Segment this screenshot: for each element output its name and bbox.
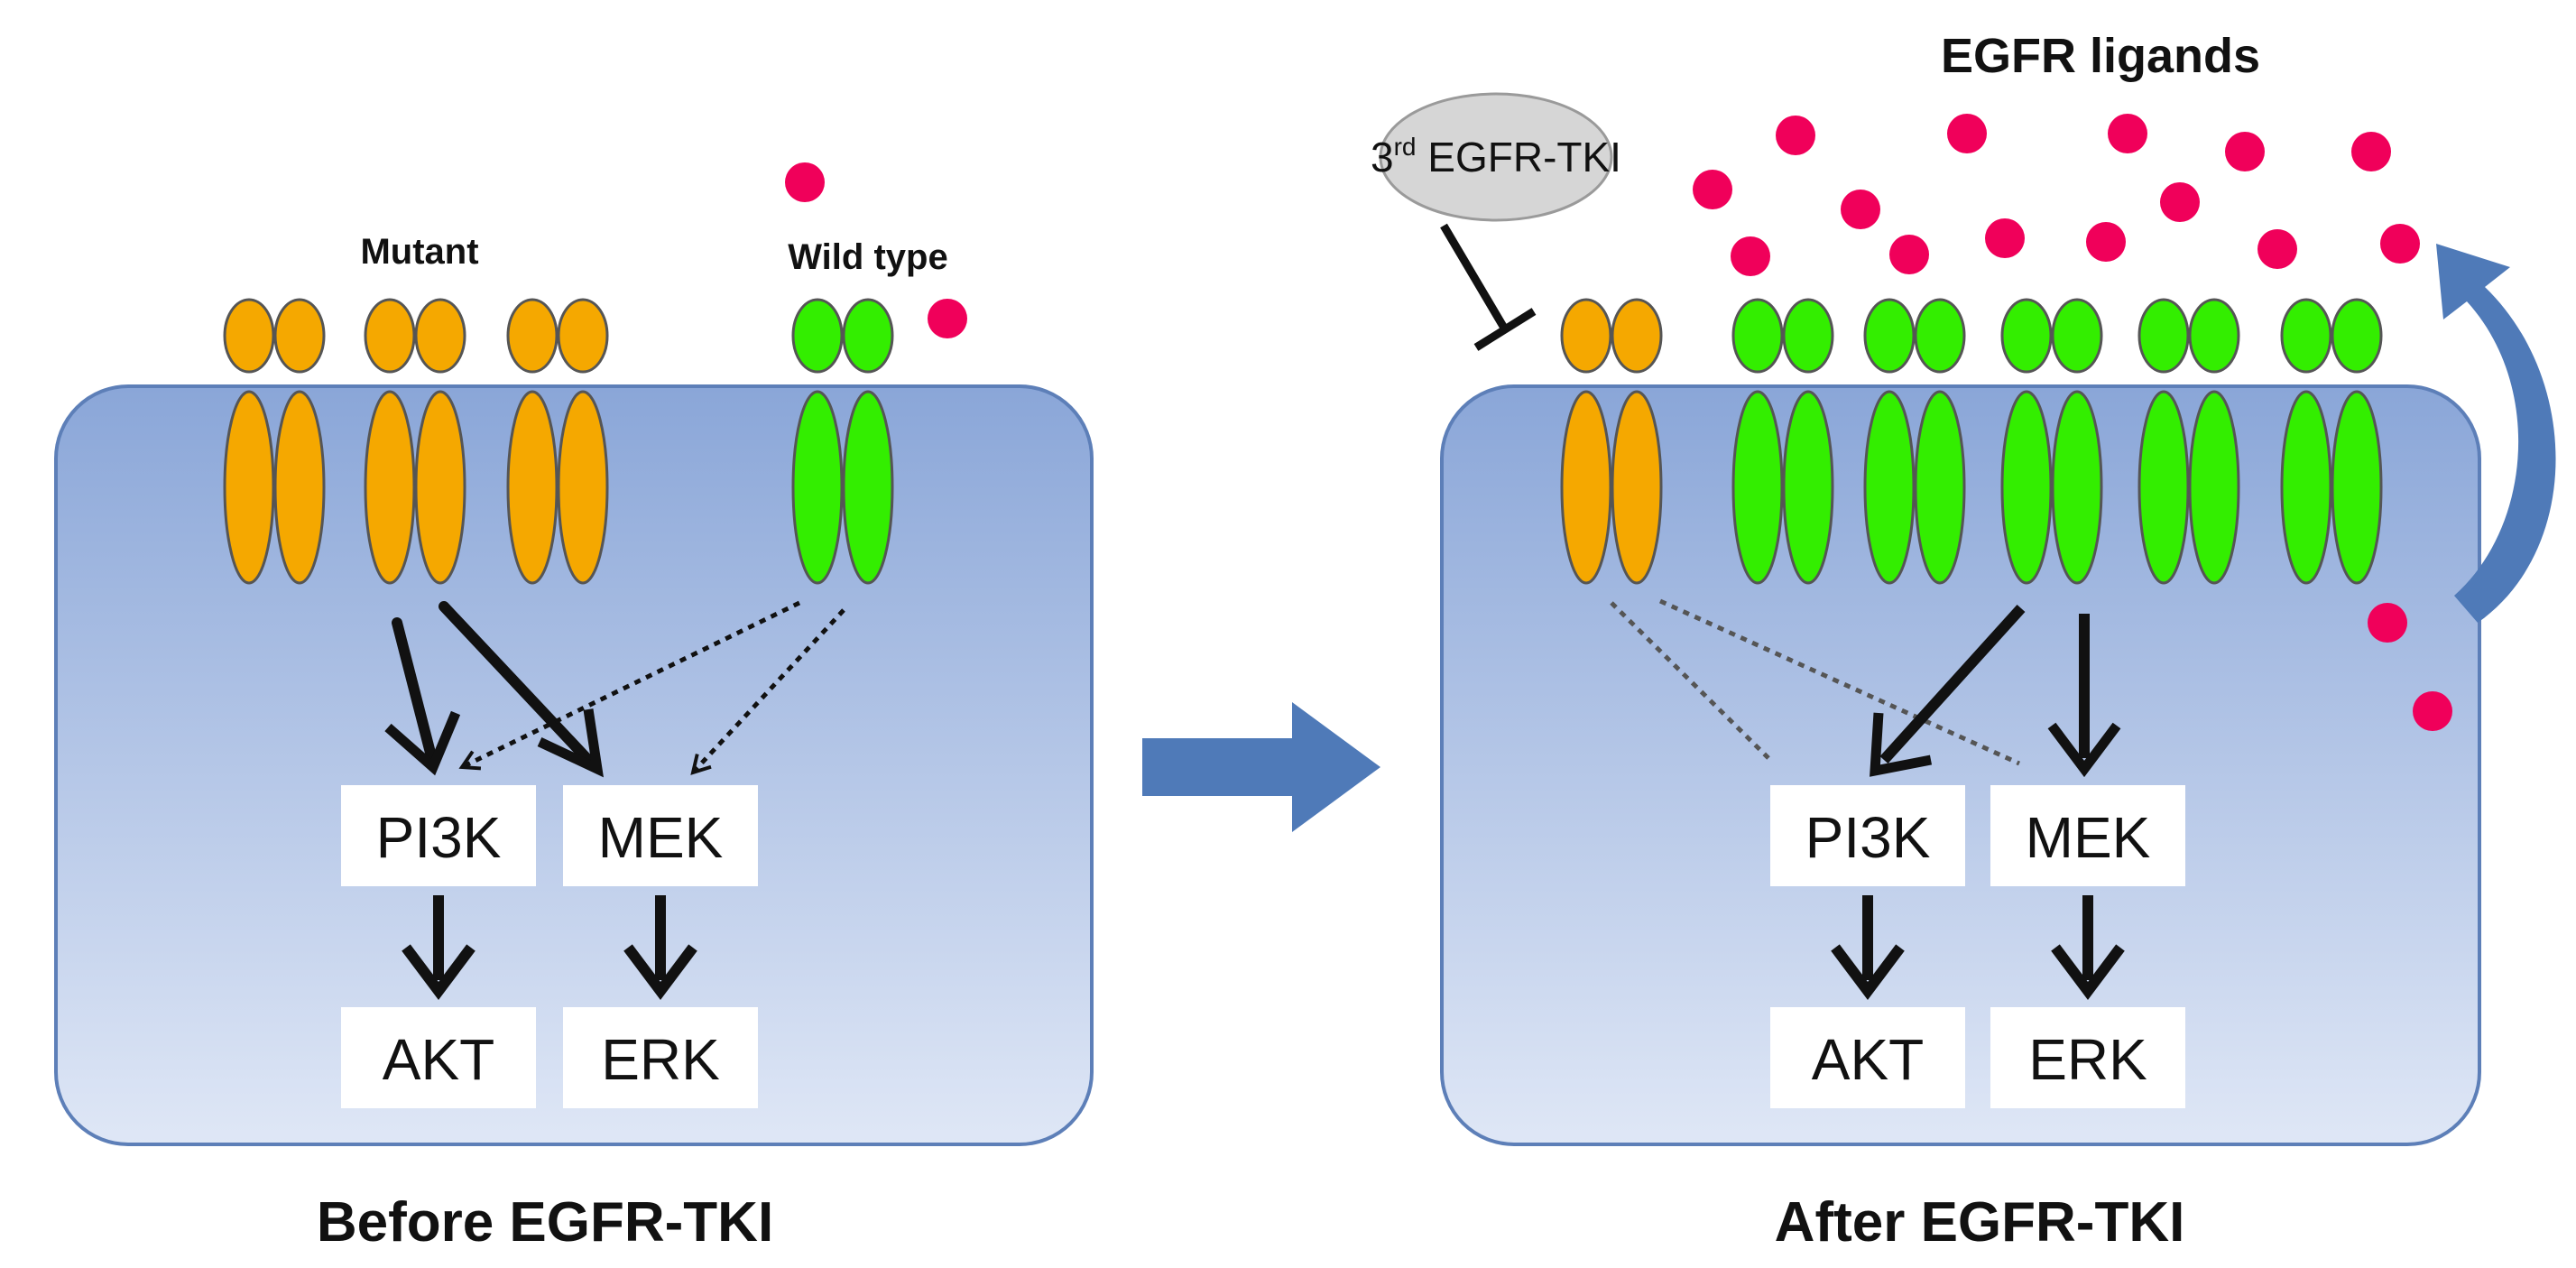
receptor-subunit [2051,390,2103,585]
receptor-subunit [364,390,416,585]
wild-type-receptors [791,298,894,585]
pi3k-label: PI3K [376,805,502,870]
mek-label: MEK [598,805,724,870]
receptor-subunit [273,390,326,585]
receptor-subunit [1863,390,1916,585]
drug-pill [1379,92,1613,222]
receptor-subunit [506,390,559,585]
ligand [785,162,825,202]
receptor-subunit [2280,390,2332,585]
receptor-subunit [2331,298,2383,374]
pi3k-box [1770,785,1965,886]
receptor-subunit [1914,298,1966,374]
receptor-subunit [364,298,416,374]
ligand [2108,114,2147,153]
mutant-signal-arrows [384,601,604,778]
downstream-arrows [402,895,697,1000]
receptor-subunit [1863,298,1916,374]
ligand [1693,170,1732,209]
before-panel: Mutant Wild type PI3K MEK AKT ERK [54,162,1094,1254]
ligand [2257,229,2297,269]
receptor-subunit [223,298,275,374]
wild-type-receptors [1731,298,2383,585]
receptor-subunit [842,298,894,374]
receptor-subunit [414,390,466,585]
erk-box [1990,1007,2185,1108]
after-panel: EGFR ligands 3rd EGFR-TKI [1371,29,2556,1254]
mutant-receptors [1560,298,1663,585]
receptor-subunit [791,298,844,374]
before-cell [54,384,1094,1146]
erk-box [563,1007,758,1108]
akt-box [1770,1007,1965,1108]
receptor-subunit [223,390,275,585]
mek-label: MEK [2026,805,2151,870]
ligand [1731,236,1770,276]
mek-box [563,785,758,886]
receptor-subunit [414,298,466,374]
wild-type-label: Wild type [788,237,947,277]
ligand [2086,222,2126,262]
receptor-subunit [1731,298,1784,374]
erk-label: ERK [601,1027,720,1092]
egfr-ligands-label: EGFR ligands [1941,29,2260,83]
ligand [2351,132,2391,171]
receptor-subunit [1611,390,1663,585]
receptor-subunit [557,390,609,585]
receptor-subunit [2188,390,2240,585]
receptor-subunit [557,298,609,374]
receptor-subunit [2331,390,2383,585]
receptor-subunit [791,390,844,585]
before-title: Before EGFR-TKI [317,1191,773,1254]
receptor-subunit [2137,298,2190,374]
inhibition-bar-icon [1440,223,1537,351]
akt-label: AKT [383,1027,494,1092]
wild-type-signal-arrows [1870,604,2121,778]
ligand [2225,132,2265,171]
ligand [2413,691,2452,731]
receptor-subunit [1560,390,1612,585]
ligand [1947,114,1987,153]
ligand [1889,235,1929,274]
ligand [1776,116,1815,155]
ligand [2380,224,2420,264]
receptor-subunit [1611,298,1663,374]
receptor-subunit [1782,390,1834,585]
receptor-subunit [1782,298,1834,374]
receptor-subunit [2000,298,2053,374]
erk-label: ERK [2028,1027,2147,1092]
receptor-subunit [2051,298,2103,374]
pi3k-label: PI3K [1805,805,1931,870]
receptor-subunit [1560,298,1612,374]
curved-arrow-icon [2436,244,2556,623]
ligands [1693,114,2452,731]
mek-box [1990,785,2185,886]
receptor-subunit [2188,298,2240,374]
pi3k-box [341,785,536,886]
receptor-subunit [1731,390,1784,585]
ligand [2160,182,2200,222]
ligand [1841,190,1880,229]
downstream-arrows [1831,895,2125,1000]
ligand [1985,218,2025,258]
right-arrow-icon [1142,702,1380,832]
after-title: After EGFR-TKI [1775,1191,2185,1254]
drug-label: 3rd EGFR-TKI [1371,133,1621,180]
receptor-subunit [2137,390,2190,585]
third-gen-egfr-tki: 3rd EGFR-TKI [1371,92,1621,222]
mutant-receptors [223,298,609,585]
receptor-subunit [2000,390,2053,585]
ligand [928,299,967,338]
receptor-subunit [1914,390,1966,585]
mutant-label: Mutant [360,232,478,272]
ligand [2368,603,2407,643]
akt-label: AKT [1812,1027,1924,1092]
receptor-subunit [2280,298,2332,374]
receptor-subunit [506,298,559,374]
receptor-subunit [273,298,326,374]
receptor-subunit [842,390,894,585]
akt-box [341,1007,536,1108]
inactive-mutant-signals [1610,598,2021,766]
